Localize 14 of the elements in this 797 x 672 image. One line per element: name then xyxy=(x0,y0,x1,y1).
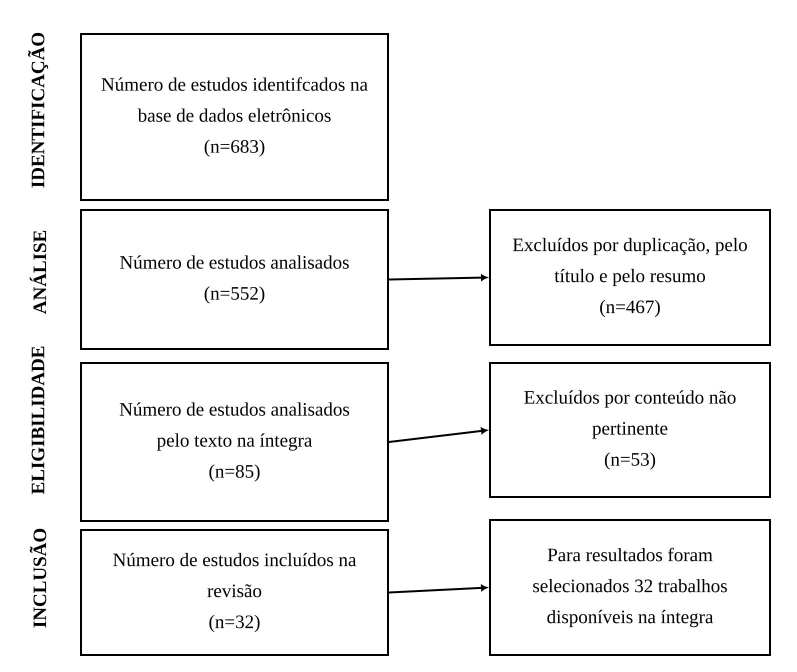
process-box: Número de estudos analisados (n=552) xyxy=(80,209,389,350)
process-box: Para resultados foram selecionados 32 trabalhos disponíveis na íntegra xyxy=(489,519,771,656)
process-box: Excluídos por duplicação, pelo título e pelo resumo (n=467) xyxy=(489,209,771,346)
process-box: Excluídos por conteúdo não pertinente (n=53) xyxy=(489,362,771,498)
process-box: Número de estudos incluídos na revisão (n=32) xyxy=(80,529,389,656)
arrow xyxy=(388,584,488,594)
stage-label: IDENTIFICAÇÃO xyxy=(28,32,48,188)
stage-label: ANÁLISE xyxy=(30,230,46,314)
arrow xyxy=(388,428,488,443)
stage-label: ELIGIBILIDADE xyxy=(32,346,44,494)
process-box: Número de estudos analisados pelo texto na íntegra (n=85) xyxy=(80,362,389,522)
arrow xyxy=(388,274,488,281)
stage-label: INCLUSÃO xyxy=(30,528,46,628)
process-box: Número de estudos identifcados na base de dados eletrônicos (n=683) xyxy=(80,33,389,201)
